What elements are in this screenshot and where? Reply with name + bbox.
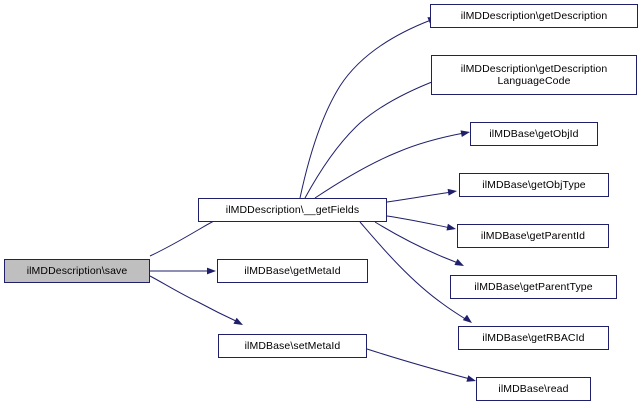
node-getobjtype[interactable]: ilMDBase\getObjType <box>459 173 609 197</box>
edge-arrowhead <box>446 223 456 231</box>
node-save[interactable]: ilMDDescription\save <box>4 259 150 283</box>
edge-setmetaid-to-read <box>366 348 471 380</box>
edge-getfields-to-getobjid <box>314 132 465 199</box>
node-getmetaid[interactable]: ilMDBase\getMetaId <box>217 259 368 283</box>
node-getrbacid[interactable]: ilMDBase\getRBACId <box>458 326 609 350</box>
node-setmetaid[interactable]: ilMDBase\setMetaId <box>218 334 367 358</box>
node-getparenttype[interactable]: ilMDBase\getParentType <box>450 275 617 299</box>
edge-getfields-to-getparentid <box>386 215 452 229</box>
edge-arrowhead <box>462 314 472 323</box>
edge-getfields-to-getparenttype <box>374 221 459 264</box>
edge-getfields-to-getdescription <box>299 19 432 199</box>
edge-arrowhead <box>447 188 457 196</box>
node-getdescription[interactable]: ilMDDescription\getDescription <box>430 4 638 28</box>
edge-getfields-to-getrbacid <box>359 221 468 321</box>
node-getdescriptionlanguagecode[interactable]: ilMDDescription\getDescription LanguageC… <box>431 55 637 95</box>
node-getobjid[interactable]: ilMDBase\getObjId <box>470 122 598 146</box>
edge-arrowhead <box>454 258 464 266</box>
edge-arrowhead <box>207 267 216 275</box>
edge-arrowhead <box>233 317 243 325</box>
edge-getfields-to-getdescriptionlanguagecode <box>304 79 438 199</box>
edge-getfields-to-getobjtype <box>386 191 453 203</box>
node-getfields[interactable]: ilMDDescription\__getFields <box>198 198 387 222</box>
node-read[interactable]: ilMDBase\read <box>476 377 591 401</box>
node-getparentid[interactable]: ilMDBase\getParentId <box>457 224 609 248</box>
